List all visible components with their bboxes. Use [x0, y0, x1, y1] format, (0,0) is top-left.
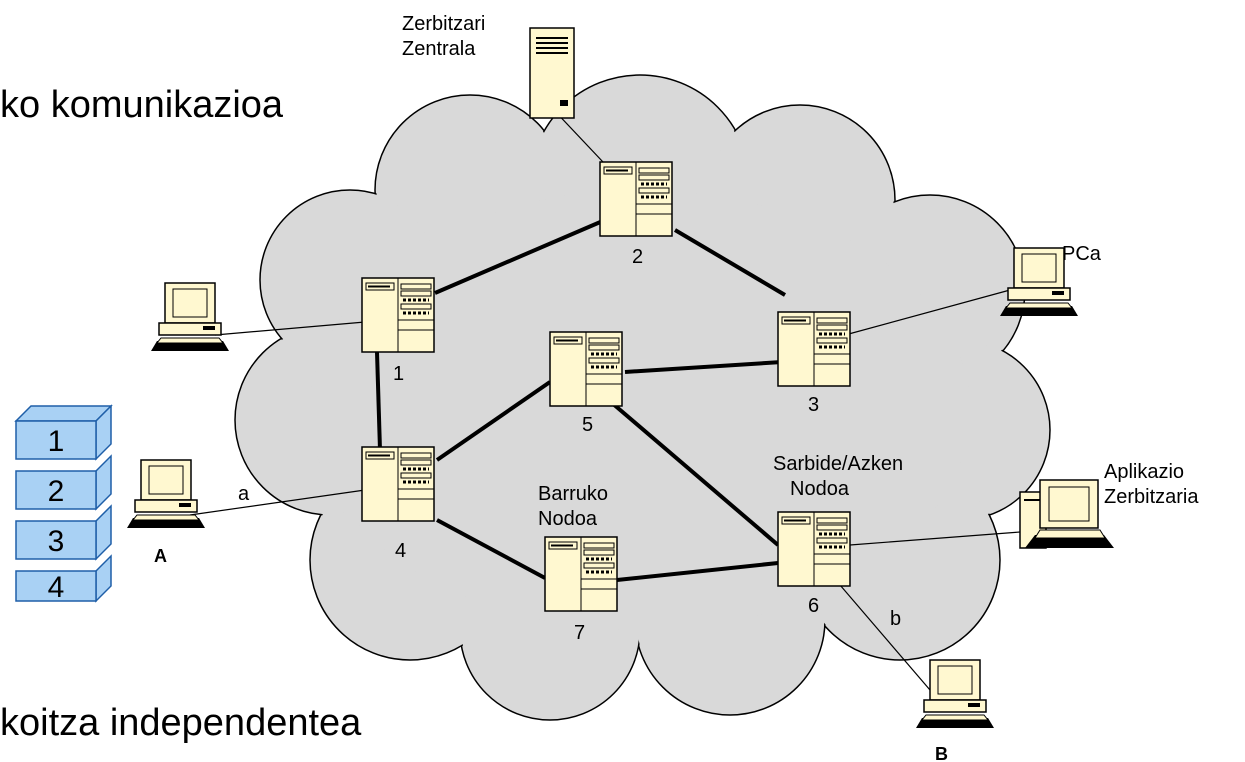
node-4-icon — [360, 445, 436, 523]
central-server-icon — [529, 27, 575, 119]
link-a-label: a — [238, 483, 250, 505]
host-b-pc-icon — [915, 659, 995, 729]
protocol-stack — [14, 404, 113, 603]
node-1-label: 1 — [393, 363, 404, 385]
pc-left-icon — [150, 282, 230, 352]
node-6-label: 6 — [808, 595, 819, 617]
central-server-label-line2: Zentrala — [402, 38, 476, 60]
app-server-label-line1: Aplikazio — [1104, 461, 1184, 483]
access-node-label-line2: Nodoa — [790, 478, 850, 500]
app-server-label-line2: Zerbitzaria — [1104, 486, 1199, 508]
link-b-label: b — [890, 608, 901, 630]
backbone-links — [375, 218, 787, 582]
host-a-label: A — [154, 546, 167, 566]
node-7-label: 7 — [574, 622, 585, 644]
host-a-pc-icon — [126, 459, 206, 529]
node-7-icon — [543, 535, 619, 613]
node-5-icon — [548, 330, 624, 408]
central-server-label-line1: Zerbitzari — [402, 13, 485, 35]
heading-top: ko komunikazioa — [0, 84, 284, 126]
node-4-label: 4 — [395, 540, 406, 562]
node-1-icon — [360, 276, 436, 354]
stack-layer-3: 3 — [48, 525, 65, 558]
app-server-icon — [1019, 479, 1114, 549]
access-node-label-line1: Sarbide/Azken — [773, 453, 903, 475]
host-b-label: B — [935, 744, 948, 762]
heading-bottom: koitza independentea — [0, 702, 362, 744]
pc-label: PCa — [1062, 243, 1102, 265]
node-3-label: 3 — [808, 394, 819, 416]
node-2-icon — [598, 160, 674, 238]
node-5-label: 5 — [582, 414, 593, 436]
node-2-label: 2 — [632, 246, 643, 268]
stack-layer-4: 4 — [48, 571, 65, 604]
node-6-icon — [776, 510, 852, 588]
stack-layer-1: 1 — [48, 425, 65, 458]
stack-layer-2: 2 — [48, 475, 65, 508]
node-3-icon — [776, 310, 852, 388]
internal-node-label-line1: Barruko — [538, 483, 608, 505]
internal-node-label-line2: Nodoa — [538, 508, 598, 530]
